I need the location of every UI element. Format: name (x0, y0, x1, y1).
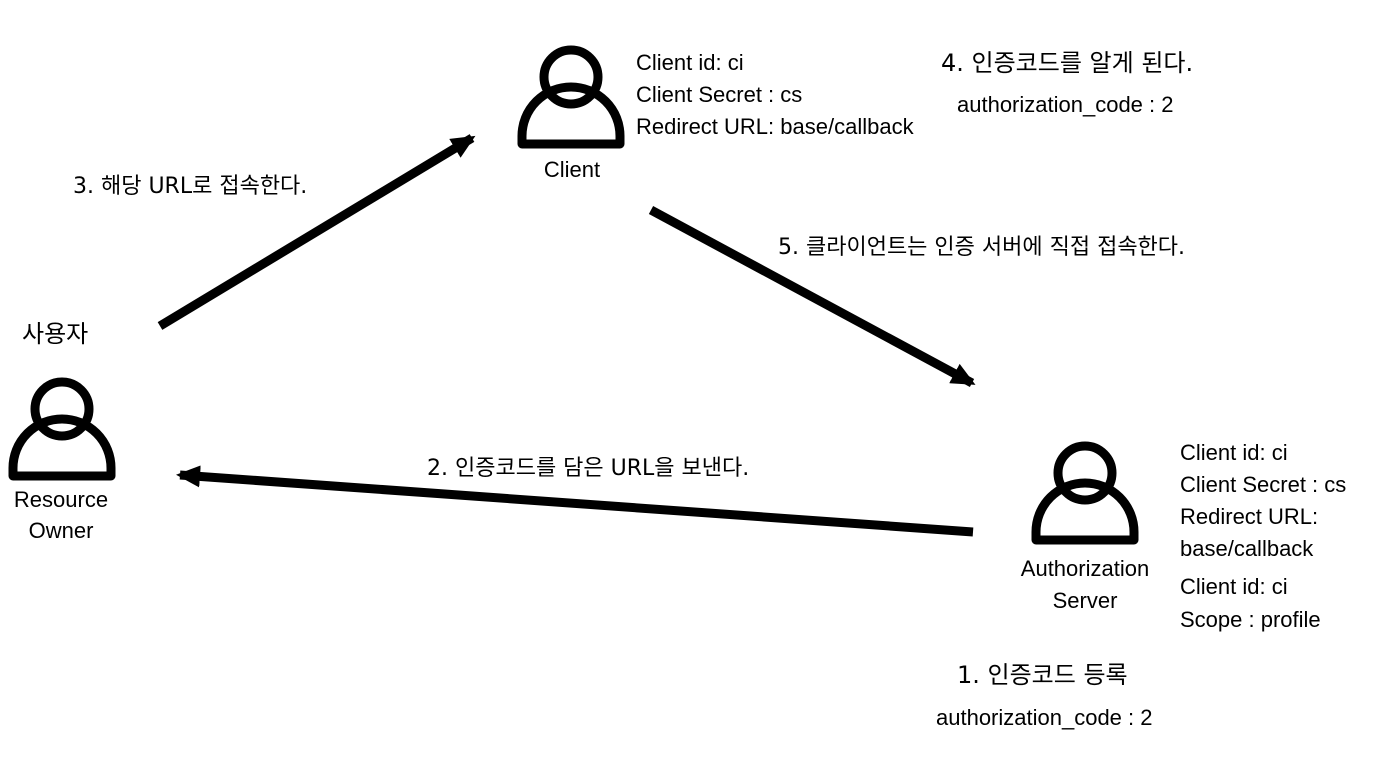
auth-info-scope: Scope : profile (1180, 607, 1321, 632)
resource-owner-name-line2: Owner (28, 518, 94, 543)
auth-info-redirect-value: base/callback (1180, 536, 1314, 561)
arrow-step3-icon (157, 134, 476, 330)
resource-owner-name-line1: Resource (13, 487, 109, 512)
client-name: Client (543, 157, 601, 182)
arrow-step2-icon (176, 465, 974, 537)
client-info-id: Client id: ci (636, 50, 744, 75)
step4-title: 4. 인증코드를 알게 된다. (941, 49, 1194, 77)
authorization-server-person-icon (1031, 441, 1139, 545)
step2-title: 2. 인증코드를 담은 URL을 보낸다. (427, 456, 750, 481)
authorization-server-name-line2: Server (1052, 588, 1118, 613)
resource-owner-top-label: 사용자 (22, 320, 89, 348)
step1-detail: authorization_code : 2 (936, 705, 1153, 730)
auth-info-client-id-2: Client id: ci (1180, 574, 1288, 599)
client-info-redirect: Redirect URL: base/callback (636, 114, 914, 139)
step4-detail: authorization_code : 2 (957, 92, 1174, 117)
arrow-step5-icon (648, 206, 976, 387)
resource-owner-person-icon (8, 377, 116, 481)
step3-title: 3. 해당 URL로 접속한다. (73, 174, 308, 199)
step5-title: 5. 클라이언트는 인증 서버에 직접 접속한다. (778, 235, 1186, 260)
client-person-icon (517, 45, 625, 149)
client-info-secret: Client Secret : cs (636, 82, 803, 107)
auth-info-redirect-label: Redirect URL: (1180, 504, 1319, 529)
auth-info-client-secret: Client Secret : cs (1180, 472, 1347, 497)
step1-title: 1. 인증코드 등록 (957, 661, 1128, 689)
auth-info-client-id: Client id: ci (1180, 440, 1288, 465)
authorization-server-name-line1: Authorization (1020, 556, 1150, 581)
